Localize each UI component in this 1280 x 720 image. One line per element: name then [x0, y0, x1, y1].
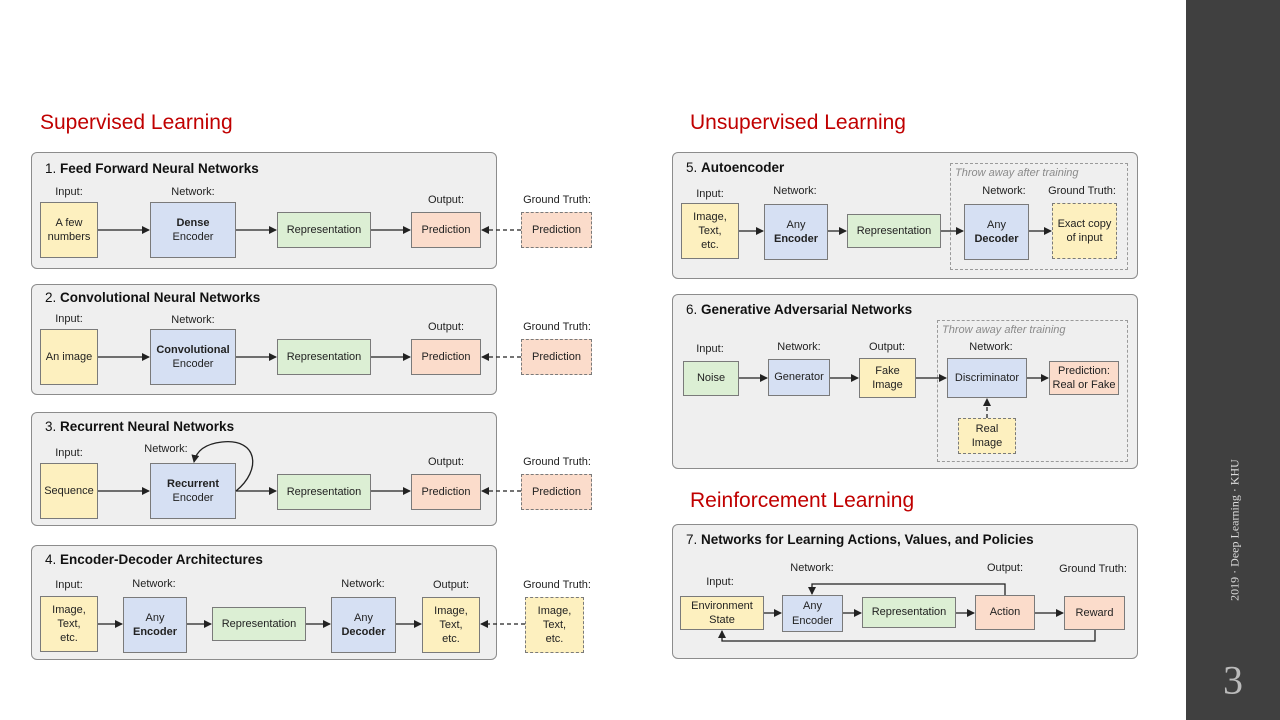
network-label: Network: — [982, 185, 1026, 197]
input-label: Input: — [706, 576, 734, 588]
representation-box: Representation — [862, 597, 956, 628]
panel-title: 7. Networks for Learning Actions, Values… — [686, 532, 1034, 547]
heading-supervised: Supervised Learning — [40, 111, 233, 134]
output-label: Output: — [868, 341, 906, 353]
sidebar — [1186, 0, 1280, 720]
input-box: Image,Text,etc. — [40, 596, 98, 652]
ground-truth-label: Ground Truth: — [523, 456, 591, 468]
ground-truth-label: Ground Truth: — [523, 321, 591, 333]
panel-title: 6. Generative Adversarial Networks — [686, 302, 913, 317]
output-box: Image,Text,etc. — [422, 597, 480, 653]
network-label: Network: — [790, 562, 834, 574]
input-label: Input: — [55, 186, 83, 198]
input-label: Input: — [696, 188, 724, 200]
network-label: Network: — [341, 578, 385, 590]
network-label: Network: — [777, 341, 821, 353]
representation-box: Representation — [212, 607, 306, 641]
representation-box: Representation — [277, 212, 371, 248]
ground-truth-label: Ground Truth: — [1048, 185, 1116, 197]
ground-truth-box: Image,Text,etc. — [525, 597, 584, 653]
prediction-box: Prediction:Real or Fake — [1049, 361, 1119, 395]
input-label: Input: — [55, 313, 83, 325]
page-number: 3 — [1223, 657, 1243, 703]
ground-truth-label: Ground Truth: — [1059, 563, 1127, 575]
ground-truth-label: Ground Truth: — [523, 579, 591, 591]
representation-box: Representation — [847, 214, 941, 248]
heading-unsupervised: Unsupervised Learning — [690, 111, 906, 134]
reward-box: Reward — [1064, 596, 1125, 630]
network-label: Network: — [969, 341, 1013, 353]
network-label: Network: — [132, 578, 176, 590]
output-label: Output: — [432, 579, 470, 591]
panel-feed-forward — [31, 152, 497, 269]
heading-reinforcement: Reinforcement Learning — [690, 489, 915, 512]
footer-text: 2019 · Deep Learning · KHU — [1227, 459, 1242, 601]
network-label: Network: — [171, 186, 215, 198]
prediction-box: Prediction — [411, 474, 481, 510]
network-label: Network: — [171, 314, 215, 326]
throw-away-region — [950, 163, 1128, 270]
input-label: Input: — [55, 447, 83, 459]
throw-away-label: Throw away after training — [955, 167, 1079, 179]
output-label: Output: — [427, 194, 465, 206]
input-label: Input: — [55, 579, 83, 591]
ground-truth-box: Prediction — [521, 474, 592, 510]
output-label: Output: — [986, 562, 1024, 574]
input-box: Sequence — [40, 463, 98, 519]
input-label: Input: — [696, 343, 724, 355]
input-box: An image — [40, 329, 98, 385]
throw-away-label: Throw away after training — [942, 324, 1066, 336]
panel-title: 2. Convolutional Neural Networks — [45, 290, 261, 305]
panel-title: 3. Recurrent Neural Networks — [45, 419, 235, 434]
input-box: Image,Text,etc. — [681, 203, 739, 259]
representation-box: Representation — [277, 474, 371, 510]
ground-truth-box: Prediction — [521, 212, 592, 248]
panel-title: 5. Autoencoder — [686, 160, 785, 175]
network-label: Network: — [144, 443, 188, 455]
representation-box: Representation — [277, 339, 371, 375]
prediction-box: Prediction — [411, 212, 481, 248]
output-label: Output: — [427, 456, 465, 468]
ground-truth-box: Prediction — [521, 339, 592, 375]
output-label: Output: — [427, 321, 465, 333]
prediction-box: Prediction — [411, 339, 481, 375]
panel-title: 1. Feed Forward Neural Networks — [45, 161, 259, 176]
panel-title: 4. Encoder-Decoder Architectures — [45, 552, 263, 567]
action-box: Action — [975, 595, 1035, 630]
noise-box: Noise — [683, 361, 739, 396]
ground-truth-label: Ground Truth: — [523, 194, 591, 206]
discriminator-box: Discriminator — [947, 358, 1027, 398]
generator-box: Generator — [768, 359, 830, 396]
network-label: Network: — [773, 185, 817, 197]
throw-away-region — [937, 320, 1128, 462]
